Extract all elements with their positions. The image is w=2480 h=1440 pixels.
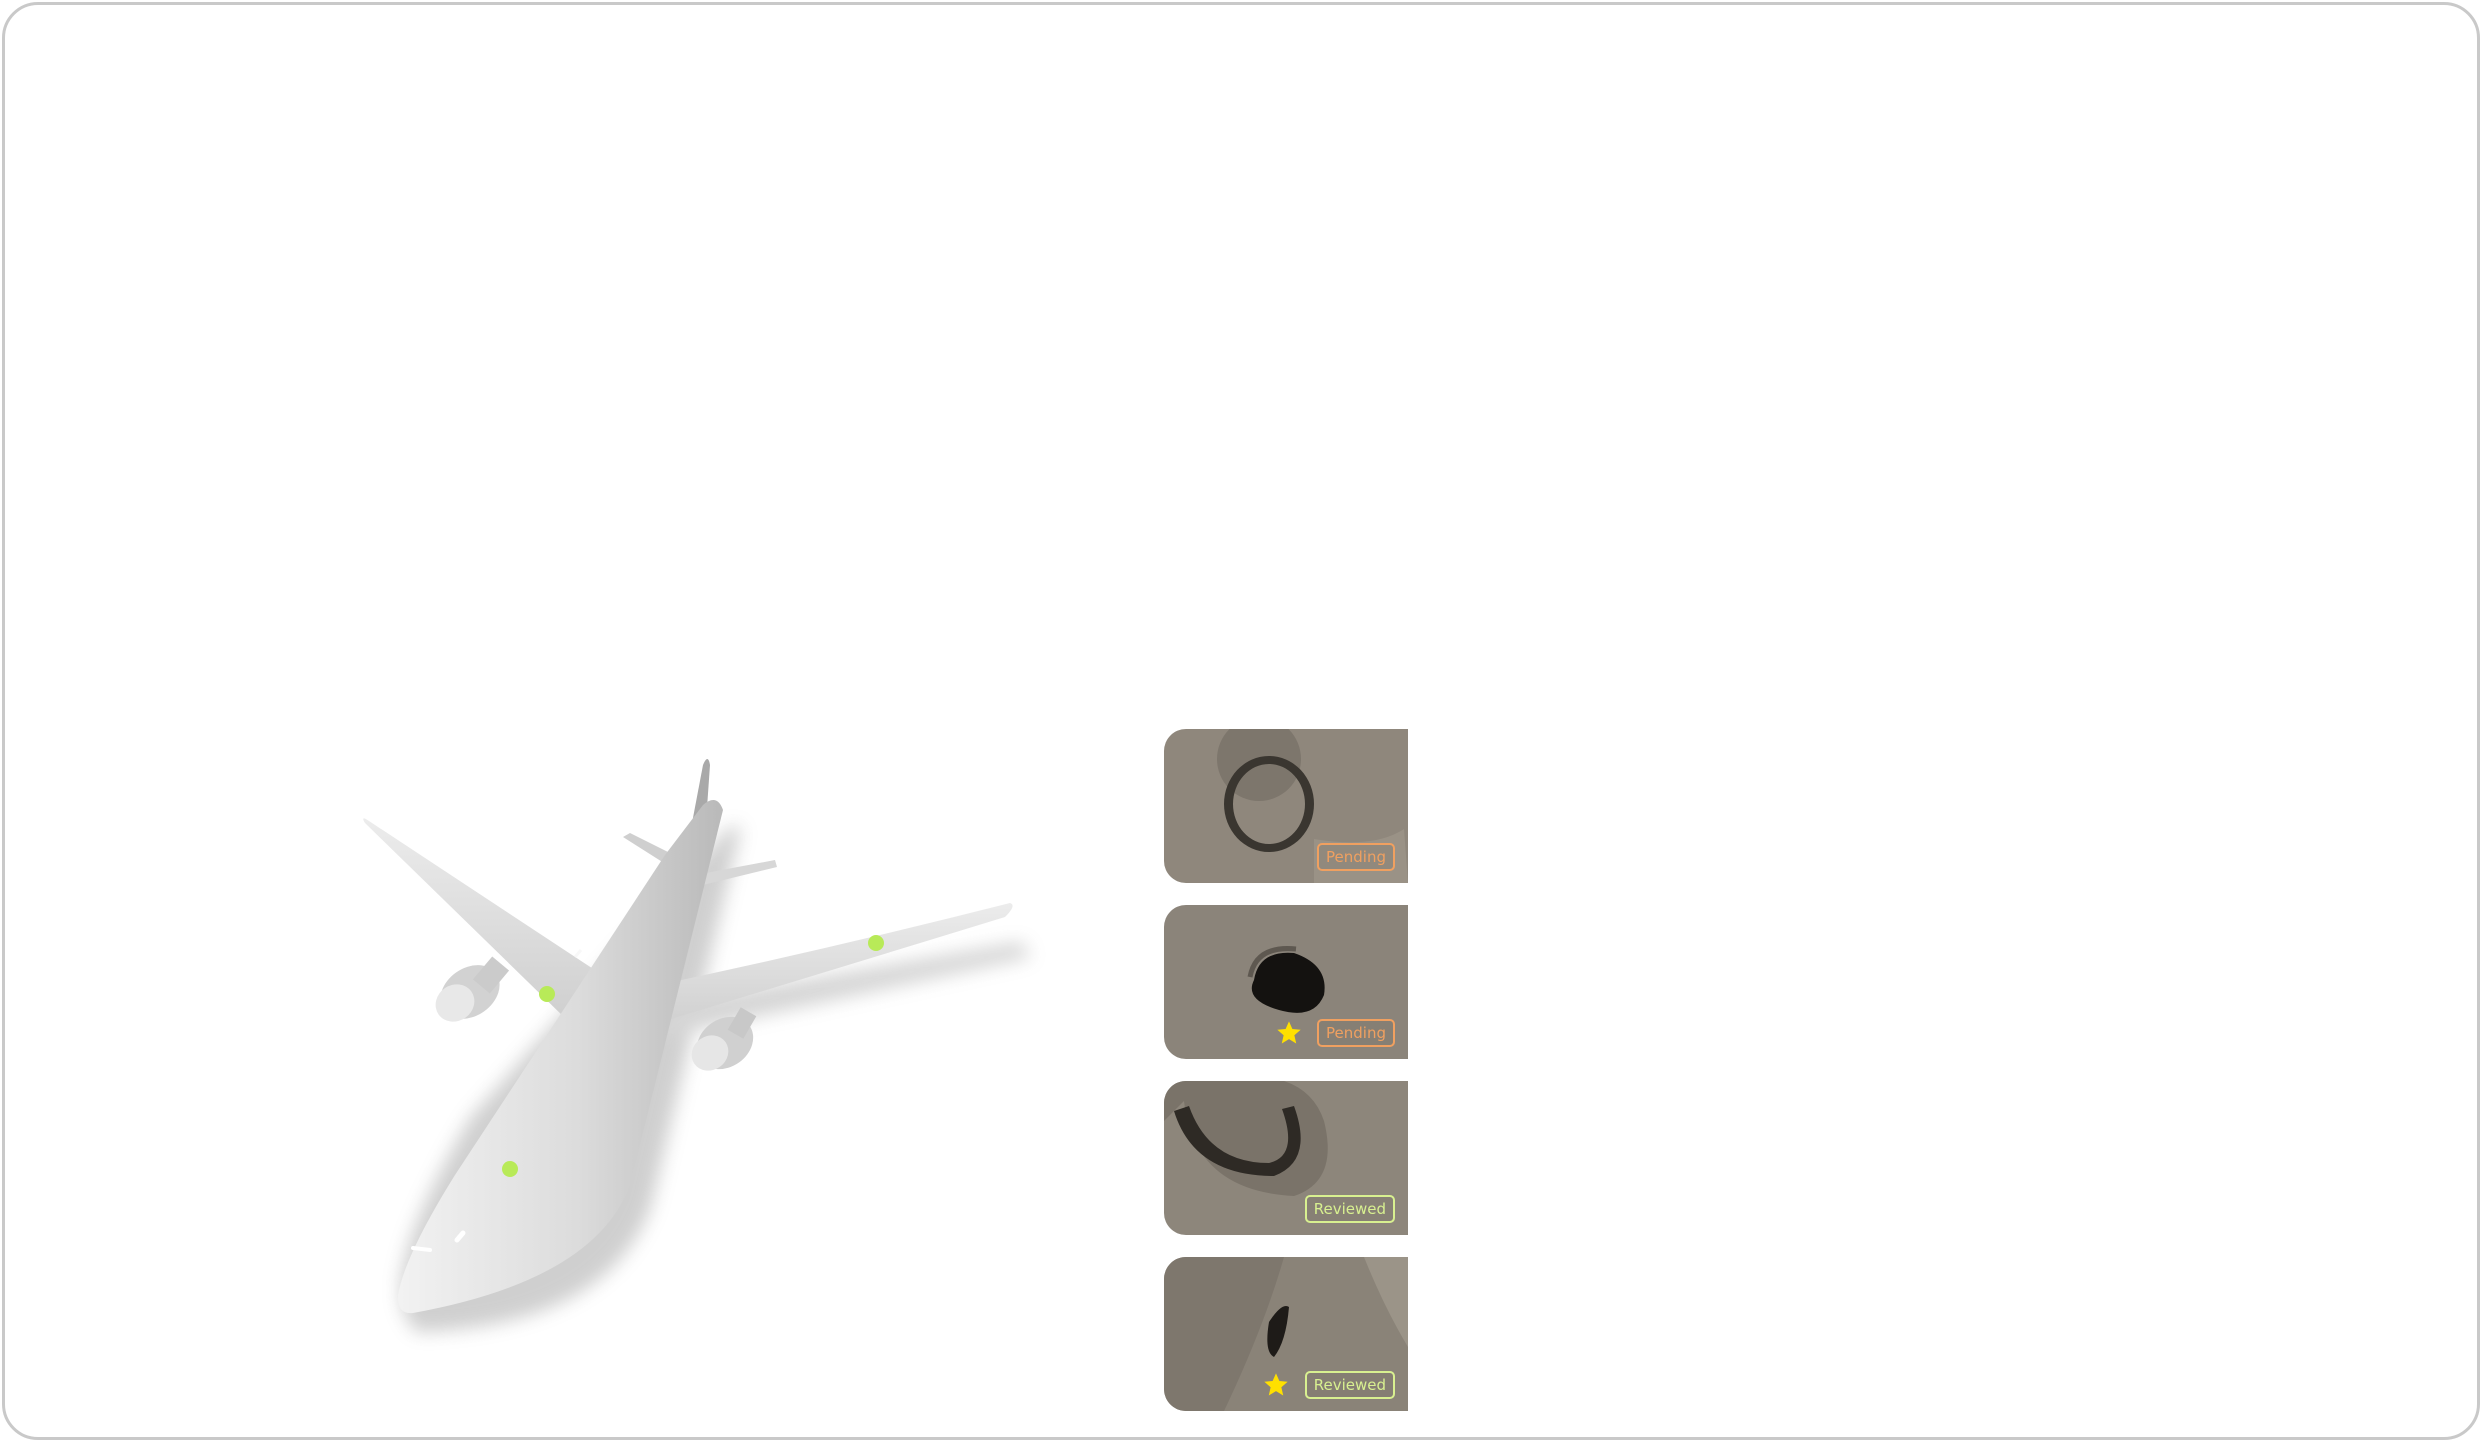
damage-photo xyxy=(1164,1257,1408,1411)
damage-card-4[interactable]: Reviewed xyxy=(1164,1257,1408,1411)
damage-card-3[interactable]: Reviewed xyxy=(1164,1081,1408,1235)
status-badge: Reviewed xyxy=(1304,1371,1395,1399)
damage-marker-1[interactable] xyxy=(539,986,555,1002)
aircraft-3d-view[interactable] xyxy=(305,665,1065,1365)
status-badge: Reviewed xyxy=(1304,1195,1395,1223)
damage-card-2[interactable]: Pending xyxy=(1164,905,1408,1059)
star-icon[interactable] xyxy=(1262,1371,1290,1399)
damage-marker-3[interactable] xyxy=(502,1161,518,1177)
status-badge: Pending xyxy=(1317,1019,1395,1047)
damage-thumbnail-list: Pending Pending Reviewed xyxy=(1164,729,1408,1433)
damage-marker-2[interactable] xyxy=(868,935,884,951)
damage-photo xyxy=(1164,1081,1408,1235)
star-icon[interactable] xyxy=(1275,1019,1303,1047)
aircraft-model xyxy=(363,759,1031,1332)
damage-photo xyxy=(1164,729,1408,883)
status-badge: Pending xyxy=(1317,843,1395,871)
damage-card-1[interactable]: Pending xyxy=(1164,729,1408,883)
